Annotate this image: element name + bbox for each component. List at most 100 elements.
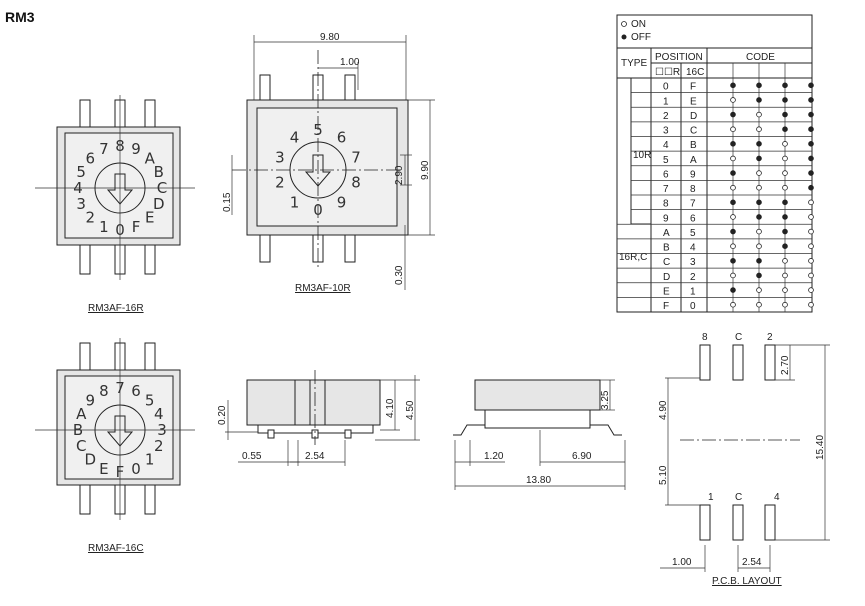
position-r: 2 (663, 111, 669, 122)
dim-pin-offset: 1.00 (340, 57, 360, 68)
on-circle-icon (730, 184, 736, 191)
dial-position-label: 2 (154, 437, 164, 455)
position-c: C (690, 126, 697, 137)
off-dot-icon (756, 155, 762, 162)
on-circle-icon (808, 287, 814, 293)
position-c: 3 (690, 257, 696, 268)
dim-knob-h: 2.90 (394, 165, 405, 185)
position-r: 0 (663, 82, 669, 93)
dim-6-90: 6.90 (572, 451, 592, 462)
position-c: 1 (690, 286, 696, 297)
model-label-16r: RM3AF-16R (88, 303, 144, 314)
on-circle-icon (808, 199, 814, 206)
off-dot-icon (730, 258, 736, 264)
dial-position-label: 3 (275, 149, 285, 167)
dial-position-label: 2 (275, 173, 285, 191)
side-view-front (225, 370, 420, 466)
off-dot-icon (808, 141, 814, 147)
on-circle-icon (808, 272, 814, 279)
dial-position-label: F (116, 463, 125, 481)
on-circle-icon (756, 111, 762, 118)
off-dot-icon (730, 170, 736, 176)
model-label-10r: RM3AF-10R (295, 283, 351, 294)
dial-position-label: 9 (131, 140, 141, 158)
on-circle-icon (730, 214, 736, 220)
on-circle-icon (782, 184, 788, 191)
dial-position-label: 6 (86, 149, 96, 167)
dial-position-label: 6 (337, 129, 347, 147)
on-circle-icon (730, 155, 736, 162)
position-c: 8 (690, 184, 696, 195)
position-r: 6 (663, 169, 669, 180)
dim-1-20: 1.20 (484, 451, 504, 462)
off-dot-icon (782, 228, 788, 235)
dim-1-00-pcb: 1.00 (672, 557, 692, 568)
position-c: D (690, 111, 697, 122)
arrow-icon (106, 173, 134, 205)
dim-2-70: 2.70 (780, 355, 791, 375)
dial-position-label: 8 (115, 137, 125, 155)
dial-position-label: A (76, 405, 87, 423)
dial-position-label: D (153, 195, 165, 213)
position-c: B (690, 140, 697, 151)
side-view-profile (453, 379, 626, 490)
on-circle-icon (730, 97, 736, 103)
pad-label: C (735, 492, 742, 503)
dim-0-15: 0.15 (222, 192, 233, 212)
pcb-layout-label: P.C.B. LAYOUT (712, 576, 782, 587)
on-circle-icon (756, 126, 762, 132)
off-dot-icon (756, 199, 762, 206)
off-dot-icon (730, 228, 736, 235)
dim-3-25: 3.25 (600, 390, 611, 410)
on-circle-icon (808, 243, 814, 249)
arrow-icon (106, 415, 134, 447)
on-circle-icon (730, 243, 736, 249)
on-circle-icon (730, 301, 736, 308)
position-r: 1 (663, 96, 669, 107)
legend-on: ON (631, 19, 646, 30)
dim-4-50: 4.50 (405, 400, 416, 420)
series-title: RM3 (5, 9, 35, 25)
dial-position-label: 4 (73, 179, 83, 197)
dial-position-label: 9 (86, 391, 96, 409)
dial-position-label: C (157, 179, 167, 197)
off-dot-icon (782, 82, 788, 89)
on-circle-icon (808, 228, 814, 235)
off-dot-icon (808, 82, 814, 89)
on-circle-icon (782, 258, 788, 264)
dial-position-label: 7 (351, 149, 361, 167)
position-c: 6 (690, 213, 696, 224)
dial-position-label: F (132, 218, 141, 236)
position-r: E (663, 286, 670, 297)
off-dot-icon (808, 97, 814, 103)
code-header: CODE (746, 52, 775, 63)
dim-5-10: 5.10 (658, 465, 669, 485)
dial-position-label: 2 (86, 209, 96, 227)
position-r: 3 (663, 126, 669, 137)
on-circle-icon (808, 214, 814, 220)
on-circle-icon (782, 272, 788, 279)
dial-position-label: 0 (115, 221, 125, 239)
off-dot-icon (782, 243, 788, 249)
position-c: 5 (690, 228, 696, 239)
dial-position-label: 1 (99, 218, 109, 236)
position-r: A (663, 228, 670, 239)
dial-position-label: 7 (115, 379, 125, 397)
position-r: C (663, 257, 670, 268)
off-dot-icon (808, 111, 814, 118)
pos-col-c: 16C (686, 67, 704, 78)
on-circle-icon (808, 258, 814, 264)
dim-0-20: 0.20 (217, 405, 228, 425)
off-dot-icon (730, 199, 736, 206)
